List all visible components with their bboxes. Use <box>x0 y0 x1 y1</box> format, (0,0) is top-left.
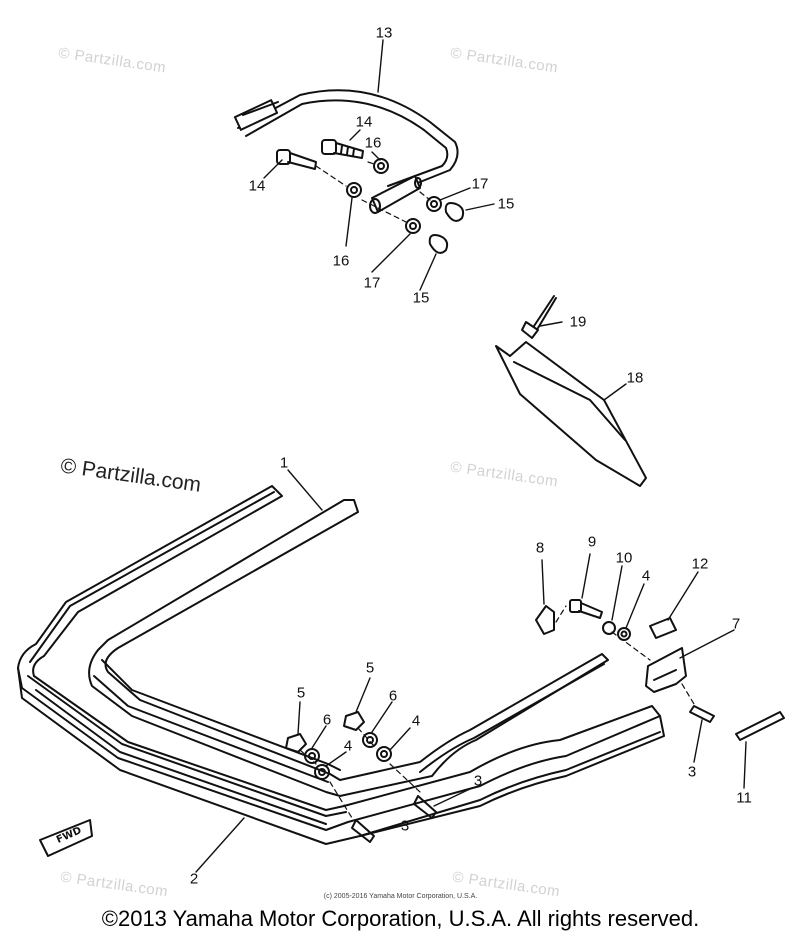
callout-4: 4 <box>641 567 651 585</box>
mount-block <box>369 175 422 214</box>
washer-4-right <box>376 746 392 762</box>
screw-3-right <box>689 705 715 723</box>
callout-10: 10 <box>615 549 633 567</box>
lock-washer-6-left <box>304 748 320 764</box>
screw-3-mid <box>413 795 437 819</box>
callout-16: 16 <box>332 252 350 270</box>
fwd-arrow <box>39 819 93 857</box>
spacer-12 <box>649 617 677 639</box>
washer-17-upper <box>426 196 442 212</box>
assembly-axis-lower <box>299 605 695 819</box>
callout-9: 9 <box>587 533 597 551</box>
callout-5: 5 <box>296 684 306 702</box>
callout-17: 17 <box>363 274 381 292</box>
callout-8: 8 <box>535 539 545 557</box>
lock-washer-6-right <box>362 732 378 748</box>
flap-panel-18 <box>495 341 647 487</box>
assembly-axis-upper <box>315 161 431 223</box>
end-bracket-7 <box>645 647 687 693</box>
callout-2: 2 <box>189 870 199 888</box>
grab-handle-13 <box>233 89 459 193</box>
washer-10 <box>602 621 616 635</box>
cap-nut-15-lower <box>428 234 449 254</box>
plate-8 <box>535 605 555 635</box>
callout-13: 13 <box>375 24 393 42</box>
cap-nut-15-upper <box>444 202 465 222</box>
callout-14: 14 <box>248 177 266 195</box>
callout-3: 3 <box>473 772 483 790</box>
screw-3-lower <box>351 819 375 843</box>
leader-lines <box>195 39 747 873</box>
callout-6: 6 <box>322 711 332 729</box>
callout-17: 17 <box>471 175 489 193</box>
bumper-frame-1 <box>88 499 609 797</box>
washer-17-lower <box>405 218 421 234</box>
bolt-14-lower <box>276 149 317 170</box>
bolt-9 <box>569 599 603 619</box>
rear-bumper-2 <box>17 485 665 845</box>
washer-16-lower <box>346 182 362 198</box>
callout-6: 6 <box>388 687 398 705</box>
callout-3: 3 <box>687 763 697 781</box>
callout-15: 15 <box>412 289 430 307</box>
callout-12: 12 <box>691 555 709 573</box>
washer-16-upper <box>373 158 389 174</box>
rivet-19 <box>521 295 557 339</box>
callout-19: 19 <box>569 313 587 331</box>
callout-15: 15 <box>497 195 515 213</box>
nut-5-right <box>343 711 365 731</box>
copyright-small: (c) 2005-2016 Yamaha Motor Corporation, … <box>323 893 478 900</box>
callout-11: 11 <box>736 789 752 807</box>
washer-4-left <box>314 764 330 780</box>
strip-11 <box>735 711 785 741</box>
callout-1: 1 <box>279 454 289 472</box>
callout-7: 7 <box>731 615 741 633</box>
callout-3: 3 <box>400 817 410 835</box>
callout-14: 14 <box>355 113 373 131</box>
callout-4: 4 <box>411 712 421 730</box>
callout-16: 16 <box>364 134 382 152</box>
bolt-14-upper <box>321 139 364 159</box>
callout-5: 5 <box>365 659 375 677</box>
nut-5-left <box>285 733 307 753</box>
copyright-main: ©2013 Yamaha Motor Corporation, U.S.A. A… <box>101 906 700 931</box>
washer-4-bracket <box>617 627 631 641</box>
callout-18: 18 <box>626 369 644 387</box>
callout-4: 4 <box>343 737 353 755</box>
